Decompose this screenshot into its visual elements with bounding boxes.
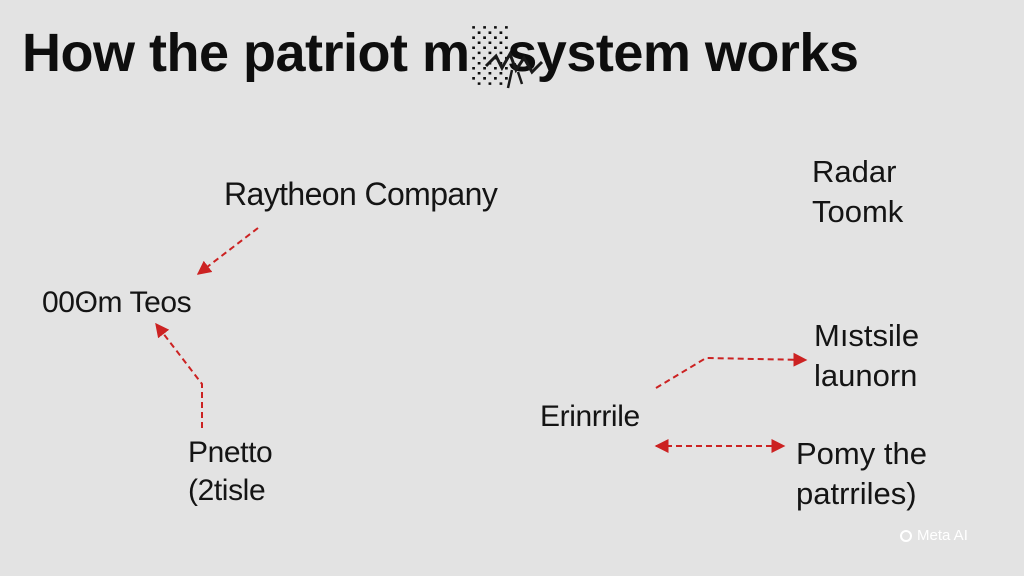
node-pnetto-line-1: Pnetto — [188, 436, 273, 469]
node-raytheon: Raytheon Company — [224, 176, 498, 213]
arrow-erinrrile-to-missile — [655, 352, 808, 389]
node-radar-line-1: Radar — [812, 154, 897, 189]
node-radar: Radar Toomk — [812, 152, 903, 232]
node-radar-line-2: Toomk — [812, 194, 904, 229]
node-erinrrile: Erinrrile — [540, 400, 640, 434]
watermark-text: Meta AI — [917, 527, 968, 544]
title-text: How the patriot m░system works — [22, 23, 859, 83]
node-missile-launch: Mıstsile launorn — [814, 316, 919, 396]
title-smudge-mark — [484, 50, 544, 89]
node-pnetto-line-2: (2tisle — [188, 474, 266, 507]
node-raytheon-label: Raytheon Company — [224, 176, 498, 212]
node-ooz-teos-label: 00ʘm Teos — [42, 286, 192, 319]
arrow-raytheon-to-ooz — [196, 227, 259, 275]
diagram-title: How the patriot m░system works — [22, 22, 859, 84]
node-pomy-line-2: patrriles) — [796, 476, 917, 511]
node-erinrrile-label: Erinrrile — [540, 400, 640, 433]
node-pomy: Pomy the patrriles) — [796, 434, 927, 514]
arrow-pnetto-to-ooz — [155, 322, 203, 428]
node-ooz-teos: 00ʘm Teos — [42, 286, 192, 320]
node-pnetto: Pnetto (2tisle — [188, 434, 273, 510]
node-missile-line-1: Mıstsile — [814, 318, 920, 353]
node-missile-line-2: launorn — [814, 358, 918, 393]
node-pomy-line-1: Pomy the — [796, 436, 927, 471]
meta-ring-icon — [900, 529, 912, 542]
meta-ai-watermark: Meta AI — [900, 527, 968, 544]
